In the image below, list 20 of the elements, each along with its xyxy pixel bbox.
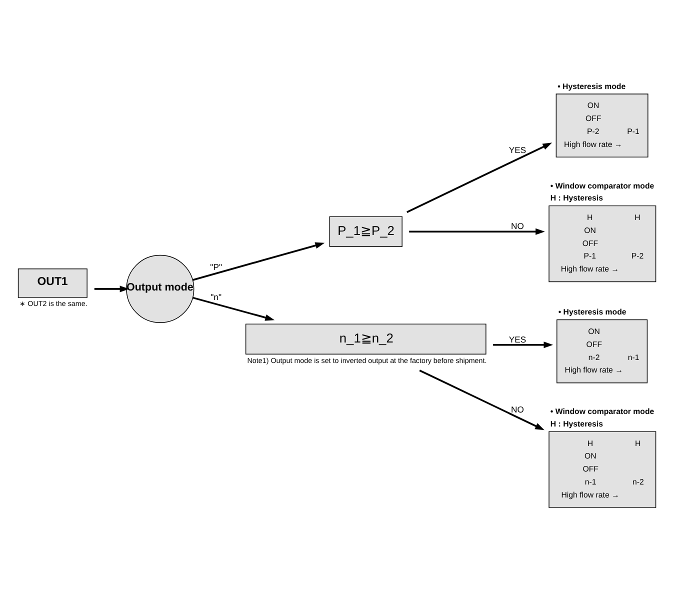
- arrow: [192, 296, 275, 321]
- node-label: • Window comparator mode: [550, 181, 654, 190]
- edge-label: YES: [508, 145, 526, 156]
- arrow: [419, 370, 544, 430]
- edge-label: NO: [511, 221, 524, 232]
- edge-label: "P": [210, 262, 222, 272]
- edge-label: NO: [511, 404, 524, 415]
- arrow: [192, 242, 325, 281]
- node-circle: Output mode: [126, 254, 194, 323]
- node-label: H : Hysteresis: [550, 194, 603, 203]
- arrow: [409, 228, 545, 235]
- arrow: [406, 142, 552, 213]
- node-label: H : Hysteresis: [550, 419, 603, 428]
- arrow: [94, 286, 130, 292]
- edge-label: "n": [210, 292, 222, 302]
- node-label: • Hysteresis mode: [558, 308, 626, 317]
- node-label: • Window comparator mode: [550, 407, 654, 416]
- node-label: • Hysteresis mode: [558, 82, 626, 91]
- edge-label: YES: [508, 334, 526, 344]
- arrow: [493, 342, 554, 348]
